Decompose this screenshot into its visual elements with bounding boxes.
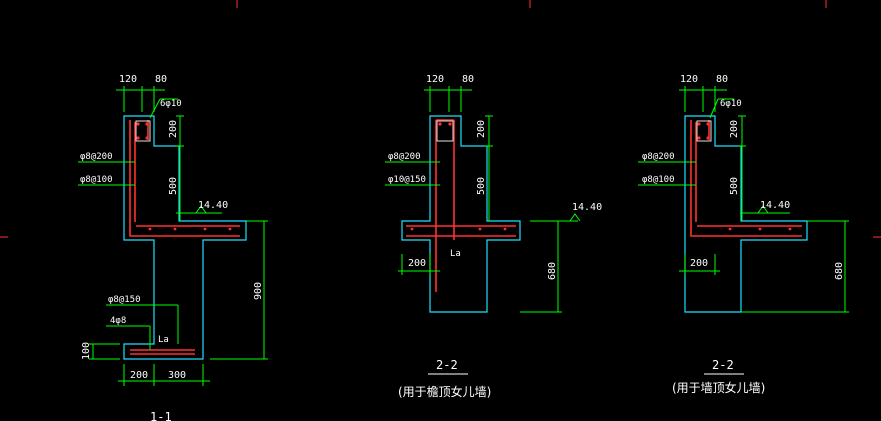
section-1-anchor: La — [158, 335, 169, 345]
section-2-rebar — [406, 119, 516, 292]
section-1-dim-100: 100 — [81, 342, 92, 360]
section-2-2-wall: 120 80 6φ10 200 500 φ8@200 φ8@100 14.40 … — [638, 74, 849, 395]
section-1-dim-500: 500 — [168, 177, 179, 195]
section-1-rebar-3: φ8@150 — [108, 295, 141, 305]
section-3-dims — [638, 86, 849, 313]
section-3-level: 14.40 — [760, 200, 790, 211]
section-2-rebar-2: φ10@150 — [388, 175, 426, 185]
section-2-dim-500: 500 — [476, 177, 487, 195]
section-3-bars — [697, 122, 792, 231]
section-2-caption: (用于檐顶女儿墙) — [398, 384, 491, 399]
section-1-rebar-top: 6φ10 — [160, 99, 182, 109]
section-1-dim-bottom-300: 300 — [168, 370, 186, 381]
section-2-bars — [410, 122, 507, 231]
section-1-bars — [136, 122, 232, 231]
section-1-dim-120: 120 — [119, 74, 137, 85]
section-3-caption: (用于墙顶女儿墙) — [672, 380, 765, 395]
section-2-dim-bottom-200: 200 — [408, 258, 426, 269]
section-3-dim-120: 120 — [680, 74, 698, 85]
section-2-rebar-1: φ8@200 — [388, 152, 421, 162]
section-1-1: 120 80 6φ10 200 500 φ8@200 φ8@100 14.40 … — [78, 74, 268, 421]
section-1-stirrup — [135, 120, 151, 142]
section-3-dim-bottom-200: 200 — [690, 258, 708, 269]
section-1-rebar-1: φ8@200 — [80, 152, 113, 162]
section-1-rebar-2: φ8@100 — [80, 175, 113, 185]
section-1-dim-80: 80 — [155, 74, 167, 85]
section-1-rebar-4: 4φ8 — [110, 316, 126, 326]
section-2-outline — [401, 115, 521, 313]
section-2-dim-120: 120 — [426, 74, 444, 85]
section-2-stirrup — [436, 120, 454, 142]
section-1-level: 14.40 — [198, 200, 228, 211]
viewport-ticks — [0, 0, 881, 238]
section-2-dim-80: 80 — [462, 74, 474, 85]
section-2-2-eaves: 120 80 200 500 φ8@200 φ10@150 14.40 680 … — [385, 74, 602, 399]
section-2-dim-680: 680 — [547, 262, 558, 280]
section-3-title: 2-2 — [712, 358, 734, 372]
section-2-anchor: La — [450, 249, 461, 259]
section-2-level: 14.40 — [572, 202, 602, 213]
section-1-title: 1-1 — [150, 410, 172, 421]
section-3-dim-680: 680 — [834, 262, 845, 280]
section-3-dim-80: 80 — [716, 74, 728, 85]
section-1-dims — [78, 86, 268, 386]
section-1-dim-900: 900 — [253, 282, 264, 300]
section-1-dim-200: 200 — [168, 120, 179, 138]
section-3-dim-200: 200 — [729, 120, 740, 138]
section-3-rebar-top: 6φ10 — [720, 99, 742, 109]
section-3-rebar-2: φ8@100 — [642, 175, 675, 185]
section-3-rebar-1: φ8@200 — [642, 152, 675, 162]
section-1-rebar — [129, 120, 240, 355]
section-3-dim-500: 500 — [729, 177, 740, 195]
section-2-title: 2-2 — [436, 358, 458, 372]
section-3-stirrup — [696, 120, 712, 142]
section-2-dims — [385, 86, 581, 313]
section-3-outline — [684, 115, 808, 313]
section-2-dim-200: 200 — [476, 120, 487, 138]
section-1-outline — [123, 115, 247, 360]
section-1-dim-bottom-200: 200 — [130, 370, 148, 381]
